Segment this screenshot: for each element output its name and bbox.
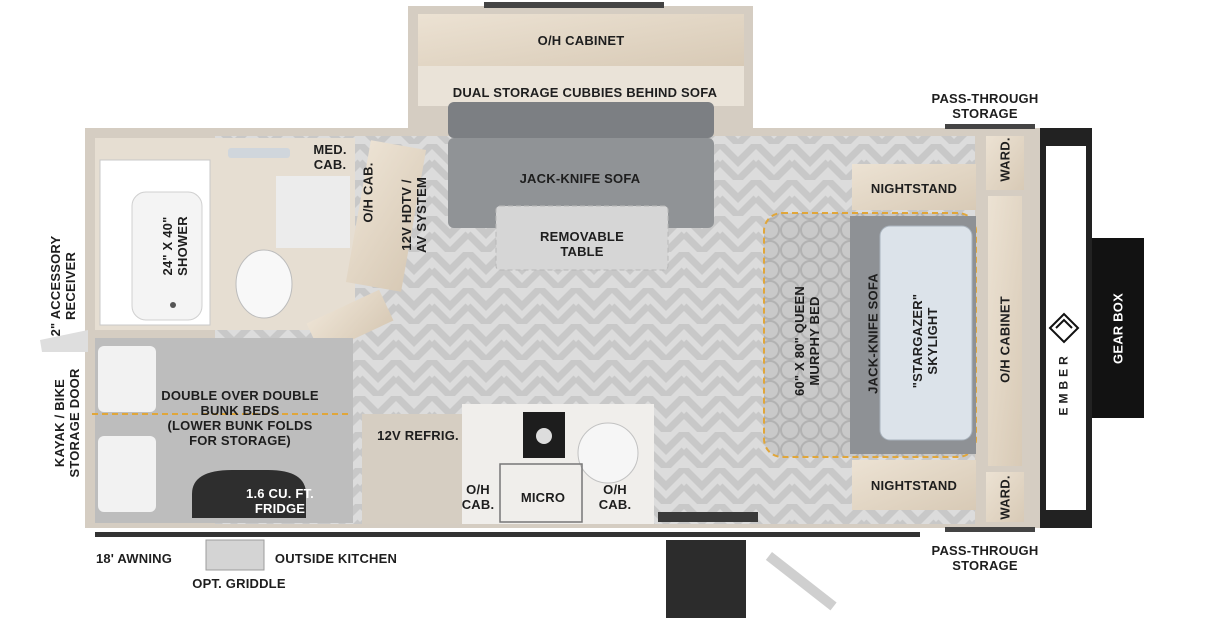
outside-kitchen-griddle xyxy=(205,539,265,571)
nightstand-bottom xyxy=(852,460,976,510)
toilet xyxy=(235,249,293,319)
kitchen-sink xyxy=(577,422,639,484)
label-jack-knife-sofa: JACK-KNIFE SOFA xyxy=(519,171,641,186)
ember-logo xyxy=(1048,312,1080,344)
label-removable-table: REMOVABLE TABLE xyxy=(540,229,624,259)
wardrobe-bottom xyxy=(986,472,1024,522)
label-skylight: "STARGAZER" SKYLIGHT xyxy=(910,293,940,389)
label-micro: MICRO xyxy=(520,490,566,505)
overhead-cabinet-top xyxy=(418,14,744,66)
brand-wordmark: EMBER xyxy=(1056,352,1071,416)
entry-door xyxy=(658,512,758,522)
label-shower: 24" X 40" SHOWER xyxy=(160,216,190,276)
label-nightstand-bottom: NIGHTSTAND xyxy=(870,478,958,493)
refrigerator xyxy=(362,414,462,524)
label-murphy-bed: 60" X 80" QUEEN MURPHY BED xyxy=(792,286,822,396)
nightstand-top xyxy=(852,164,976,210)
label-dual-storage: DUAL STORAGE CUBBIES BEHIND SOFA xyxy=(452,85,718,100)
label-nightstand-top: NIGHTSTAND xyxy=(870,181,958,196)
label-bunk-beds: DOUBLE OVER DOUBLE BUNK BEDS (LOWER BUNK… xyxy=(161,388,319,448)
label-refrig: 12V REFRIG. xyxy=(377,428,459,443)
label-pass-through-bottom: PASS-THROUGH STORAGE xyxy=(931,543,1039,573)
label-oh-cab-right: O/H CAB. xyxy=(598,482,632,512)
bunk-mattress-bottom xyxy=(98,436,156,512)
label-oh-cab-bath: O/H CAB. xyxy=(360,162,376,223)
overhead-cabinet-right xyxy=(988,196,1022,466)
label-awning: 18' AWNING xyxy=(95,551,173,566)
gear-box xyxy=(1092,238,1144,418)
sink-counter xyxy=(276,176,350,248)
label-fridge: 1.6 CU. FT. FRIDGE xyxy=(246,486,314,516)
jack-knife-sofa-back xyxy=(448,102,714,138)
label-outside-kitchen: OUTSIDE KITCHEN xyxy=(274,551,398,566)
stargazer-skylight xyxy=(879,225,973,441)
removable-table xyxy=(495,205,669,271)
label-hdtv: 12V HDTV / AV SYSTEM xyxy=(399,177,429,253)
awning-rail xyxy=(95,532,920,537)
tongue-ramp xyxy=(40,330,88,352)
medicine-cabinet xyxy=(228,148,290,158)
shower-drain xyxy=(170,302,176,308)
microwave xyxy=(499,463,583,523)
label-ward-top: WARD. xyxy=(997,137,1013,182)
bunk-mattress-top xyxy=(98,346,156,412)
label-med-cab: MED. CAB. xyxy=(313,142,347,172)
mini-fridge xyxy=(192,470,306,518)
shower-basin xyxy=(131,191,203,321)
label-gear-box: GEAR BOX xyxy=(1110,293,1126,364)
entry-steps xyxy=(666,540,746,618)
label-ward-bottom: WARD. xyxy=(997,475,1013,520)
label-pass-through-top: PASS-THROUGH STORAGE xyxy=(931,91,1039,121)
label-oh-cabinet-top: O/H CABINET xyxy=(537,33,625,48)
storage-cubbies xyxy=(418,66,744,106)
label-oh-cab-left: O/H CAB. xyxy=(461,482,495,512)
label-accessory-receiver: 2" ACCESSORY RECEIVER xyxy=(48,235,78,337)
hdtv-cabinet xyxy=(345,140,427,292)
label-oh-cabinet-right: O/H CABINET xyxy=(997,296,1013,383)
wardrobe-top xyxy=(986,136,1024,190)
label-jack-knife-sofa-right: JACK-KNIFE SOFA xyxy=(865,273,881,394)
stove-burner xyxy=(536,428,552,444)
entry-screen-door xyxy=(765,552,837,611)
label-kayak-door: KAYAK / BIKE STORAGE DOOR xyxy=(52,368,82,478)
label-griddle: OPT. GRIDDLE xyxy=(192,576,286,591)
